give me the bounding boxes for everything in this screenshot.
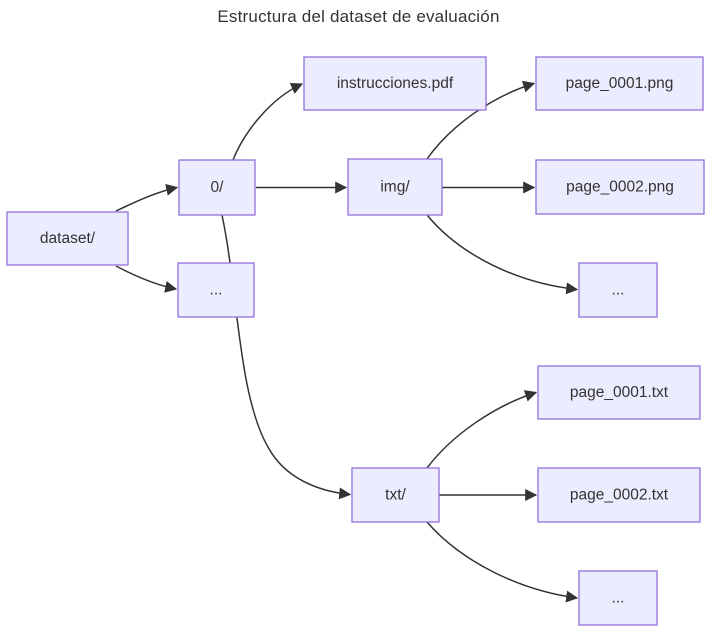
node-label: ... <box>612 590 625 607</box>
node-box <box>578 570 658 626</box>
node-label: ... <box>612 282 625 299</box>
edge-zero-to-instrucciones <box>232 82 304 161</box>
node-zero: 0/ <box>178 159 256 216</box>
diagram-title: Estructura del dataset de evaluación <box>217 7 500 26</box>
node-box <box>347 158 443 216</box>
node-instrucciones: instrucciones.pdf <box>303 56 487 111</box>
node-png1: page_0001.png <box>535 56 704 111</box>
node-layer: dataset/0/... instrucciones.pdf img/page_0… <box>6 56 705 626</box>
node-box <box>537 365 701 420</box>
node-box <box>578 262 658 318</box>
node-label: page_0001.png <box>566 75 674 92</box>
node-dots-txt: ... <box>578 570 658 626</box>
edge-layer <box>115 80 579 603</box>
node-box <box>6 211 129 266</box>
node-dots-root: ... <box>177 262 255 318</box>
node-label: ... <box>210 282 223 299</box>
node-dataset: dataset/ <box>6 211 129 266</box>
node-box <box>178 159 256 216</box>
node-img: img/ <box>347 158 443 216</box>
node-label: dataset/ <box>40 230 96 247</box>
node-txt: txt/ <box>351 467 440 523</box>
node-label: txt/ <box>385 487 406 504</box>
edge-zero-to-txt <box>221 214 352 500</box>
edge-txt-to-dots-txt <box>426 521 579 603</box>
edge-dataset-to-dots-root <box>115 265 178 293</box>
node-box <box>351 467 440 523</box>
node-png2: page_0002.png <box>535 159 705 215</box>
node-box <box>303 56 487 111</box>
node-txt1: page_0001.txt <box>537 365 701 420</box>
node-box <box>535 159 705 215</box>
node-txt2: page_0002.txt <box>537 467 701 523</box>
node-label: page_0002.png <box>566 179 674 196</box>
node-label: page_0002.txt <box>570 487 669 504</box>
edge-img-to-dots-img <box>426 214 579 295</box>
node-label: page_0001.txt <box>570 384 669 401</box>
node-label: 0/ <box>211 179 225 196</box>
node-dots-img: ... <box>578 262 658 318</box>
node-label: instrucciones.pdf <box>337 75 454 92</box>
node-box <box>177 262 255 318</box>
node-box <box>535 56 704 111</box>
node-label: img/ <box>380 179 410 196</box>
edge-txt-to-txt1 <box>426 390 538 469</box>
edge-dataset-to-zero <box>115 183 179 212</box>
edge-img-to-png1 <box>426 80 536 160</box>
node-box <box>537 467 701 523</box>
